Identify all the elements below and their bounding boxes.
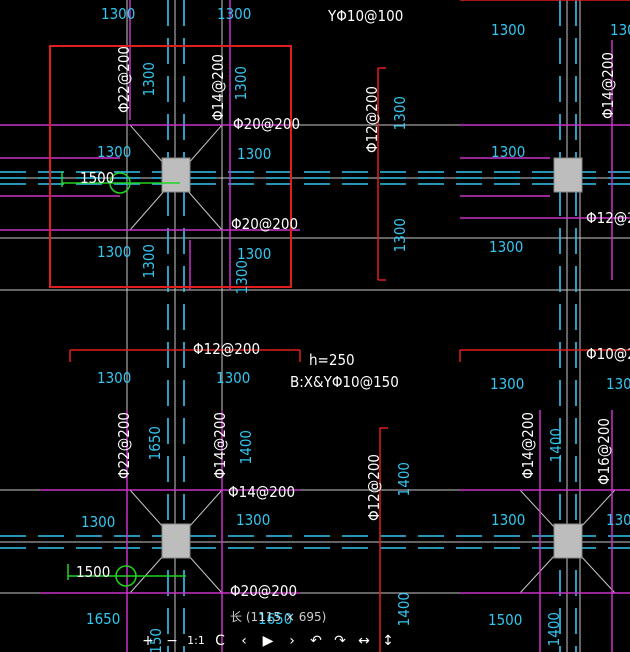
drawing-label: 1400 [237,430,255,464]
image-size-caption: 长 (1115 × 695) [230,610,327,624]
drawing-label: Φ20@200 [230,582,297,600]
drawing-label: 1400 [545,612,563,646]
drawing-label: 1300 [97,243,131,261]
drawing-label: B:X&YΦ10@150 [290,373,399,391]
drawing-label: Φ14@200 [211,412,229,479]
zoom-in-button[interactable]: + [142,633,154,649]
drawing-label: Φ14@200 [599,52,617,119]
drawing-label: 1300 [217,5,251,23]
viewer-toolbar: +−1:1 C ‹ ▶ › ↶ ↷ ↔ ↕ [0,630,630,652]
drawing-label: 1300 [237,145,271,163]
drawing-label: 130 [606,375,630,393]
drawing-label: Φ14@200 [209,54,227,121]
drawing-label: 1400 [395,592,413,626]
play-button[interactable]: ▶ [262,633,274,649]
drawing-label: h=250 [309,351,355,369]
drawing-labels: 13001300YΦ10@10013001300Φ22@2001300Φ14@2… [76,5,630,652]
drawing-label: 1300 [491,511,525,529]
rebar-red-lines [49,0,630,652]
drawing-label: Φ12@200 [363,86,381,153]
column [161,157,191,193]
drawing-label: Φ20@200 [231,215,298,233]
drawing-label: 1300 [233,260,251,294]
rotate-left-button[interactable]: ↶ [310,633,322,649]
drawing-label: 1650 [258,610,292,628]
drawing-label: 1300 [97,143,131,161]
drawing-label: 1650 [146,426,164,460]
drawing-label: 1500 [488,611,522,629]
column [553,157,583,193]
selection-frame [49,45,292,288]
drawing-label: Φ22@200 [115,412,133,479]
drawing-label: 1400 [395,462,413,496]
drawing-label: Φ12@200 [365,454,383,521]
drawing-label: Φ12@200 [193,340,260,358]
drawing-label: 1300 [237,245,271,263]
drawing-label: Φ16@200 [595,418,613,485]
drawing-label: Φ20@200 [233,115,300,133]
dimension-markers [61,171,186,587]
drawing-label: Φ12@200 [586,209,630,227]
drawing-label: Φ14@200 [519,412,537,479]
drawing-label: 1300 [140,244,158,278]
drawing-label: 1300 [232,66,250,100]
flip-horizontal-button[interactable]: ↔ [358,633,370,649]
drawing-label: 1300 [490,375,524,393]
drawing-label: 1300 [140,62,158,96]
drawing-label: 1300 [81,513,115,531]
drawing-label: 1300 [216,369,250,387]
drawing-label: 1300 [236,511,270,529]
drawing-label: 1500 [76,563,110,581]
drawing-label: 1300 [391,96,409,130]
drawing-label: 1300 [610,21,630,39]
drawing-label: 1300 [101,5,135,23]
actual-size-button[interactable]: 1:1 [187,634,205,647]
column [553,523,583,559]
drawing-label: 1650 [86,610,120,628]
drawing-label: Φ22@200 [115,46,133,113]
drawing-label: 1300 [97,369,131,387]
rotate-right-button[interactable]: ↷ [334,633,346,649]
drawing-label: 1300 [391,218,409,252]
drawing-label: Φ14@200 [228,483,295,501]
drawing-label: 1300 [606,511,630,529]
drawing-label: 1300 [491,21,525,39]
column [161,523,191,559]
zoom-out-button[interactable]: − [166,633,178,649]
drawing-label: 1500 [80,169,114,187]
prev-button[interactable]: ‹ [241,633,247,649]
flip-vertical-button[interactable]: ↕ [382,633,394,649]
drawing-label: 1400 [547,428,565,462]
reset-button[interactable]: C [215,633,225,649]
drawing-label: 150 [147,628,165,652]
drawing-label: Φ10@200 [586,345,630,363]
drawing-label: 1300 [489,238,523,256]
next-button[interactable]: › [289,633,295,649]
columns [161,157,583,559]
drawing-label: YΦ10@100 [327,7,403,25]
drawing-label: 1300 [491,143,525,161]
